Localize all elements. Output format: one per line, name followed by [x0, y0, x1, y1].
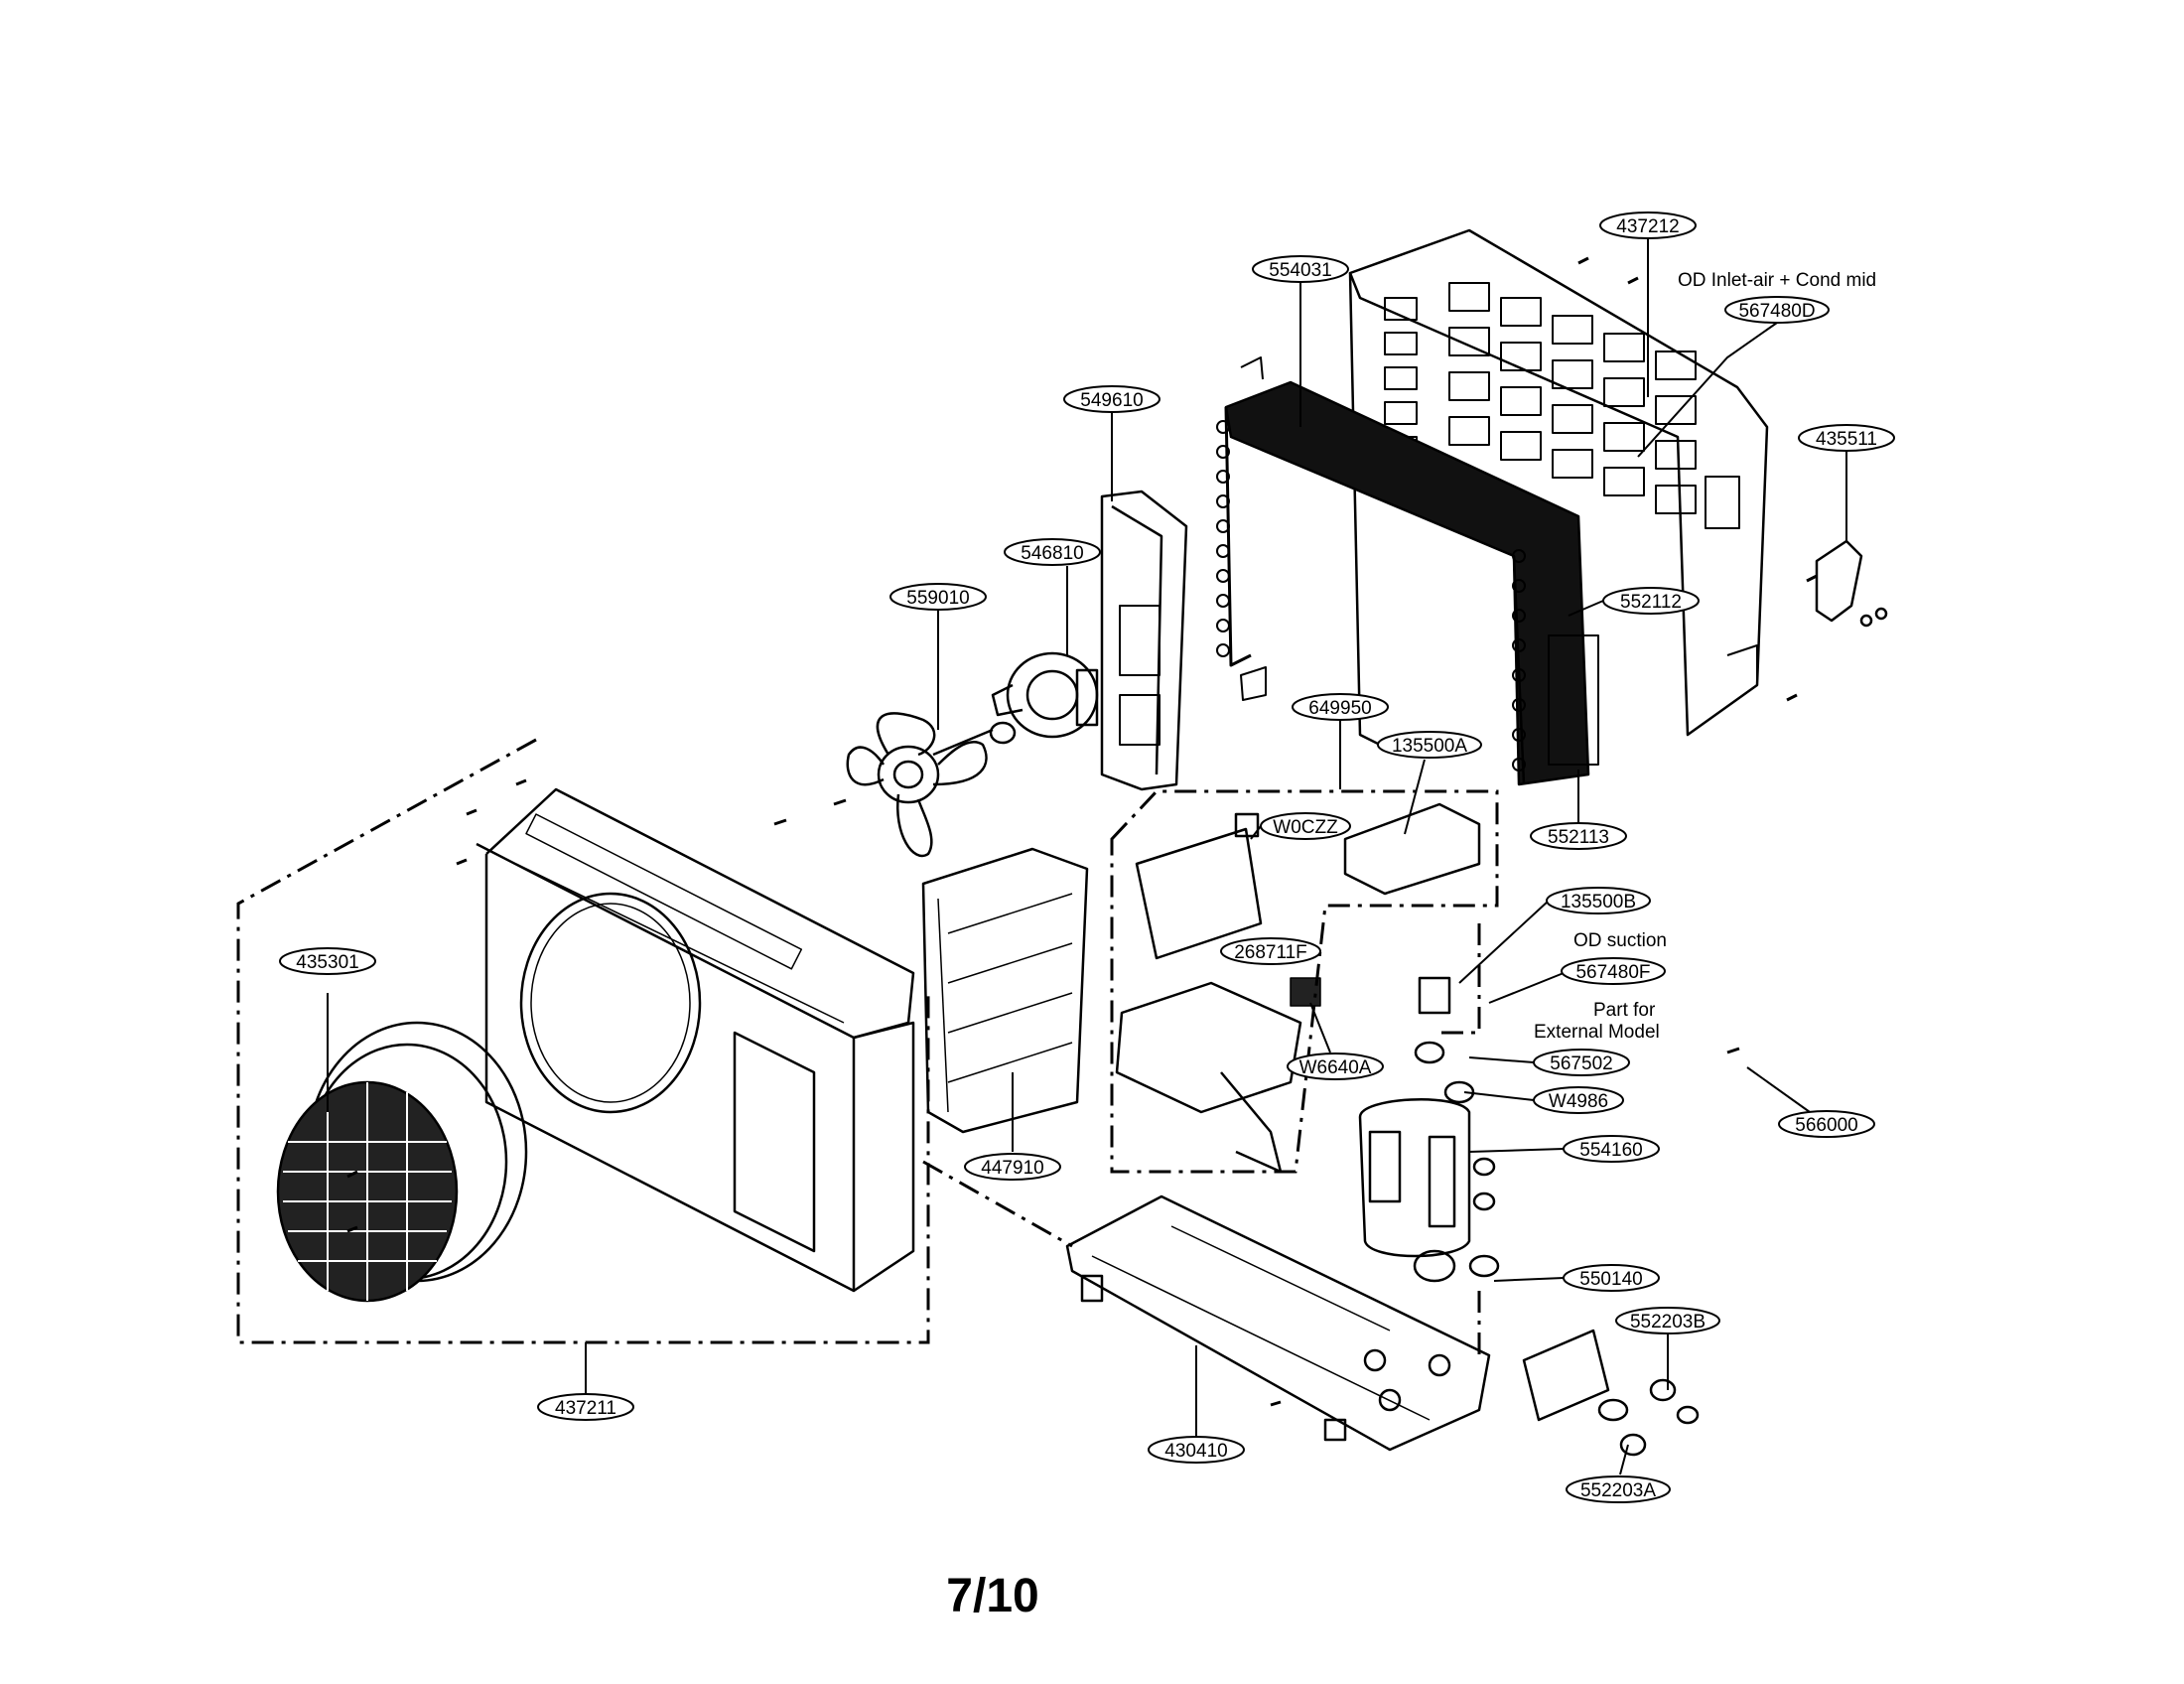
label-135500A: 135500A [1377, 731, 1482, 759]
svg-text:552112: 552112 [1620, 592, 1682, 613]
label-W6640A: W6640A [1287, 1052, 1384, 1080]
condenser-coil [1216, 356, 1599, 786]
svg-text:546810: 546810 [1021, 543, 1083, 564]
svg-text:552113: 552113 [1548, 827, 1609, 848]
leader-552112 [1568, 600, 1604, 617]
label-546810: 546810 [1004, 538, 1101, 566]
label-550140: 550140 [1563, 1264, 1660, 1292]
label-W4986: W4986 [1533, 1086, 1624, 1114]
svg-text:559010: 559010 [906, 588, 969, 609]
label-567502: 567502 [1533, 1049, 1630, 1076]
svg-text:554031: 554031 [1269, 260, 1331, 281]
leader-dash-1 [922, 1160, 1073, 1248]
label-559010: 559010 [889, 583, 987, 611]
fan-motor [989, 651, 1099, 745]
label-567480F: 567480F [1561, 957, 1666, 985]
front-cabinet-group-outline [236, 738, 930, 1344]
label-566000: 566000 [1778, 1110, 1875, 1138]
screws [346, 256, 1818, 1407]
note-part-for-line2: External Model [1534, 1022, 1660, 1043]
leader-W6640A [1309, 1002, 1331, 1053]
svg-text:437212: 437212 [1616, 216, 1679, 237]
label-549610: 549610 [1063, 385, 1160, 413]
svg-text:549610: 549610 [1080, 390, 1143, 411]
label-135500B: 135500B [1546, 887, 1651, 914]
leader-567480F [1488, 972, 1565, 1004]
label-567480D: 567480D [1724, 296, 1830, 324]
svg-text:W4986: W4986 [1549, 1091, 1608, 1112]
side-cover [1815, 539, 1888, 628]
page-number: 7/10 [946, 1570, 1039, 1622]
service-valves [1522, 1329, 1700, 1457]
label-435301: 435301 [279, 947, 376, 975]
leader-554160 [1468, 1148, 1565, 1153]
svg-text:W6640A: W6640A [1299, 1057, 1372, 1078]
label-W0CZZ: W0CZZ [1260, 812, 1351, 840]
svg-text:437211: 437211 [555, 1398, 616, 1419]
label-447910: 447910 [964, 1153, 1061, 1181]
svg-text:435301: 435301 [296, 952, 358, 973]
label-552113: 552113 [1530, 822, 1627, 850]
svg-text:567480D: 567480D [1738, 301, 1815, 322]
leader-567502 [1468, 1056, 1535, 1063]
label-552203B: 552203B [1615, 1307, 1720, 1334]
note-od-suction: OD suction [1573, 930, 1667, 951]
front-grille [276, 1080, 459, 1303]
side-bracket [1100, 490, 1188, 791]
svg-text:649950: 649950 [1308, 698, 1371, 719]
svg-text:W0CZZ: W0CZZ [1273, 817, 1338, 838]
svg-text:430410: 430410 [1164, 1441, 1227, 1462]
svg-text:135500B: 135500B [1561, 892, 1636, 912]
leader-566000 [1746, 1066, 1818, 1118]
svg-text:567480F: 567480F [1575, 962, 1650, 983]
leader-W0CZZ [1250, 825, 1262, 840]
label-649950: 649950 [1292, 693, 1389, 721]
leader-135500A [1404, 759, 1426, 835]
leader-135500B [1458, 900, 1550, 984]
compressor-assembly [1358, 976, 1500, 1283]
partition-plate [921, 847, 1089, 1134]
svg-text:552203B: 552203B [1630, 1312, 1706, 1333]
label-437211: 437211 [537, 1393, 634, 1421]
leader-W4986 [1463, 1091, 1535, 1101]
leader-552203A [1619, 1444, 1629, 1475]
compressor-group-outline [1434, 923, 1481, 1035]
leader-550140 [1493, 1277, 1565, 1282]
note-od-inlet: OD Inlet-air + Cond mid [1678, 270, 1876, 291]
note-part-for-line1: Part for [1593, 1000, 1656, 1021]
base-pan [1065, 1194, 1491, 1452]
svg-text:268711F: 268711F [1234, 942, 1307, 963]
label-268711F: 268711F [1220, 937, 1321, 965]
svg-text:435511: 435511 [1816, 429, 1877, 450]
label-430410: 430410 [1148, 1436, 1245, 1464]
svg-text:552203A: 552203A [1580, 1480, 1656, 1501]
fan-propeller [846, 712, 994, 858]
label-554031: 554031 [1252, 255, 1349, 283]
svg-text:550140: 550140 [1579, 1269, 1642, 1290]
label-552203A: 552203A [1566, 1475, 1671, 1503]
label-552112: 552112 [1602, 587, 1700, 615]
svg-text:135500A: 135500A [1392, 736, 1467, 757]
leader-567480D [1637, 322, 1778, 458]
label-437212: 437212 [1599, 211, 1697, 239]
svg-text:447910: 447910 [981, 1158, 1043, 1179]
label-554160: 554160 [1563, 1135, 1660, 1163]
svg-text:566000: 566000 [1795, 1115, 1857, 1136]
svg-text:567502: 567502 [1550, 1053, 1612, 1074]
label-435511: 435511 [1798, 424, 1895, 452]
front-cabinet [476, 787, 915, 1293]
svg-text:554160: 554160 [1579, 1140, 1642, 1161]
control-box-assembly [1115, 802, 1481, 1174]
